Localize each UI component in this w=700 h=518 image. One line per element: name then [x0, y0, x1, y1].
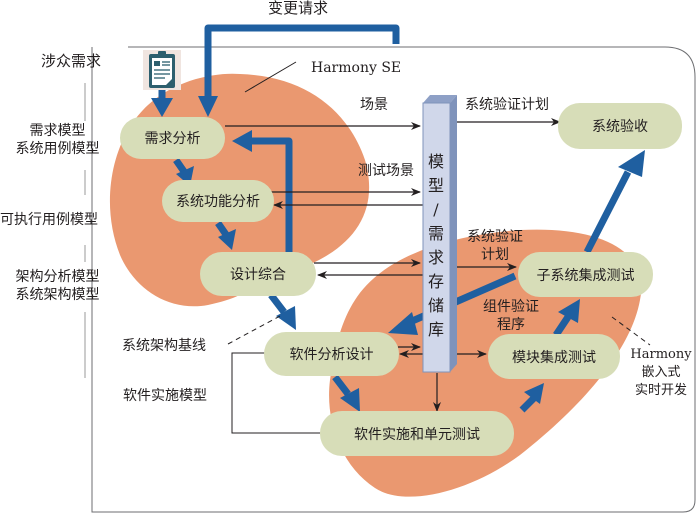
change-request-arrow [204, 24, 400, 98]
stakeholder-requirements-label: 涉众需求 [41, 52, 102, 70]
repo-char: 型 [427, 176, 444, 195]
sw-impl-loop-line [231, 352, 322, 434]
req-model-line1: 需求模型 [29, 123, 86, 139]
model-requirements-repository [422, 95, 457, 373]
requirements-model-label: 需求模型 系统用例模型 [5, 122, 110, 158]
change-request-arrowhead [198, 96, 218, 117]
harmony-se-pointer [244, 61, 297, 93]
sys-verif-line1: 系统验证 [467, 229, 523, 245]
node-software-analysis-design[interactable]: 软件分析设计 [264, 332, 399, 376]
repo-char: 模 [427, 152, 444, 171]
repo-char: 求 [427, 248, 444, 267]
process-frame [91, 46, 696, 513]
repository-label: 模 型 / 需 求 存 储 库 [424, 150, 448, 342]
node-system-acceptance[interactable]: 系统验收 [558, 103, 682, 149]
repo-char: / [433, 200, 439, 219]
test-scenario-label: 测试场景 [358, 163, 414, 179]
component-verification-label: 组件验证 程序 [478, 298, 544, 334]
node-label: 系统功能分析 [176, 194, 260, 210]
node-subsystem-integration-test[interactable]: 子系统集成测试 [518, 252, 653, 297]
harmony-embedded-pointer [611, 316, 651, 346]
software-impl-model-label: 软件实施模型 [123, 388, 207, 404]
sys-verif-line2: 计划 [481, 247, 509, 263]
node-design-synthesis[interactable]: 设计综合 [200, 252, 316, 296]
feedback-loop-arrowhead [232, 130, 252, 152]
system-verification-plan-mid-label: 系统验证 计划 [462, 228, 528, 264]
stakeholder-arrowhead [151, 98, 173, 117]
component-verif-line2: 程序 [497, 317, 525, 333]
flow-impl-to-module [519, 383, 544, 413]
node-label: 软件分析设计 [289, 347, 374, 363]
system-verification-plan-label: 系统验证计划 [465, 97, 549, 113]
node-label: 模块集成测试 [512, 349, 596, 366]
node-requirements-analysis[interactable]: 需求分析 [120, 117, 225, 159]
flow-sw-design-to-impl [332, 374, 360, 412]
node-label: 设计综合 [230, 267, 286, 283]
repo-char: 需 [427, 224, 444, 243]
flow-subsystem-to-acceptance [583, 150, 645, 254]
clipboard-icon [143, 50, 181, 90]
flow-module-to-subsystem [553, 299, 580, 337]
node-software-impl-unit-test[interactable]: 软件实施和单元测试 [320, 411, 514, 456]
scenario-label: 场景 [360, 97, 388, 113]
harmony-embedded-line1: Harmony [630, 347, 692, 362]
repo-char: 储 [427, 296, 444, 315]
executable-usecase-label: 可执行用例模型 [0, 212, 98, 228]
repo-char: 存 [427, 272, 444, 291]
harmony-se-label: Harmony SE [311, 60, 402, 76]
harmony-embedded-line2: 嵌入式 [641, 365, 681, 380]
node-label: 系统验收 [592, 119, 648, 135]
harmony-embedded-line3: 实时开发 [634, 383, 687, 398]
change-request-label: 变更请求 [268, 0, 329, 17]
arch-line1: 架构分析模型 [15, 269, 100, 285]
node-label: 需求分析 [144, 131, 201, 147]
harmony-embedded-label: Harmony 嵌入式 实时开发 [628, 346, 694, 400]
req-model-line2: 系统用例模型 [15, 141, 100, 157]
node-system-function-analysis[interactable]: 系统功能分析 [162, 180, 274, 222]
flow-func-to-design [215, 221, 236, 250]
feedback-loop-arrow [250, 137, 293, 255]
arch-line2: 系统架构模型 [15, 287, 100, 303]
repo-char: 库 [427, 320, 444, 339]
node-label: 子系统集成测试 [536, 267, 635, 284]
node-module-integration-test[interactable]: 模块集成测试 [488, 334, 620, 379]
node-label: 软件实施和单元测试 [354, 426, 480, 443]
architecture-baseline-label: 系统架构基线 [122, 338, 206, 354]
flow-design-to-sw-design [268, 292, 296, 330]
component-verif-line1: 组件验证 [483, 299, 539, 315]
architecture-model-label: 架构分析模型 系统架构模型 [5, 268, 110, 304]
arch-baseline-pointer [227, 315, 281, 345]
